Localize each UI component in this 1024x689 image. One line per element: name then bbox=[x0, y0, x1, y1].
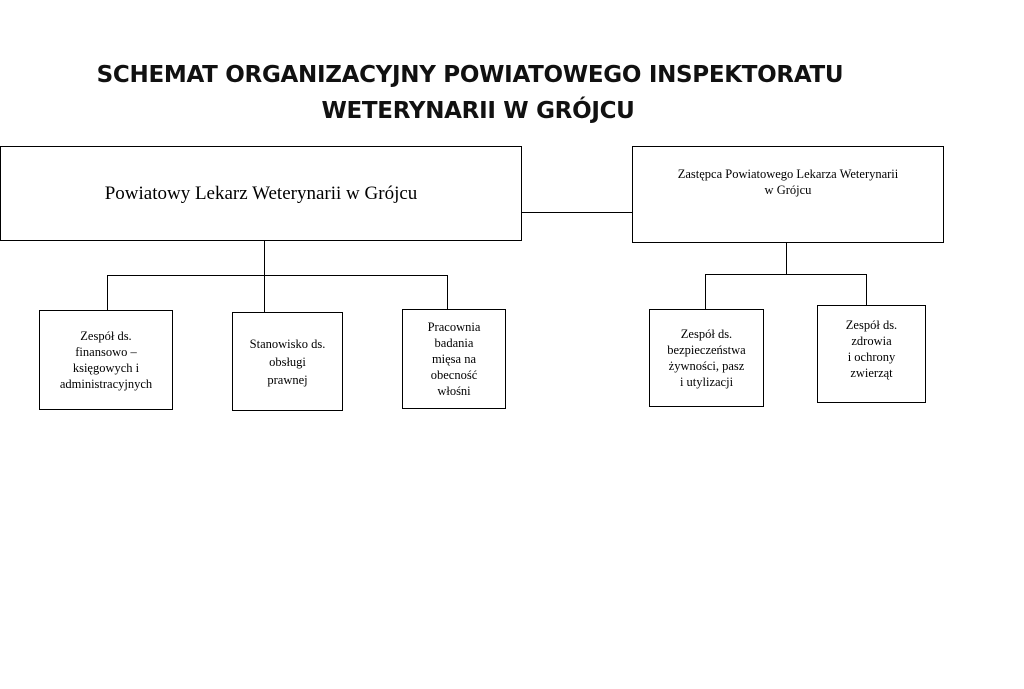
box-finance-team-label: Zespół ds. finansowo – księgowych i admi… bbox=[59, 329, 153, 391]
connector-left-bus bbox=[107, 275, 448, 276]
box-food-safety-team-label: Zespół ds. bezpieczeństwa żywności, pasz… bbox=[667, 327, 746, 389]
connector-to-lab bbox=[447, 275, 448, 309]
connector-deputy-down bbox=[786, 242, 787, 275]
chart-title-line-1: SCHEMAT ORGANIZACYJNY POWIATOWEGO INSPEK… bbox=[96, 62, 844, 88]
box-meat-lab: Pracownia badania mięsa na obecność włoś… bbox=[402, 309, 506, 409]
chart-title-line-2: WETERYNARII W GRÓJCU bbox=[321, 98, 635, 124]
box-deputy-veterinarian: Zastępca Powiatowego Lekarza Weterynarii… bbox=[632, 146, 944, 243]
connector-head-down bbox=[264, 240, 265, 276]
connector-right-bus bbox=[705, 274, 867, 275]
connector-to-legal bbox=[264, 275, 265, 312]
connector-to-animal-health bbox=[866, 274, 867, 305]
box-deputy-veterinarian-label: Zastępca Powiatowego Lekarza Weterynarii… bbox=[677, 166, 899, 197]
box-finance-team: Zespół ds. finansowo – księgowych i admi… bbox=[39, 310, 173, 410]
box-meat-lab-label: Pracownia badania mięsa na obecność włoś… bbox=[427, 320, 481, 398]
box-food-safety-team: Zespół ds. bezpieczeństwa żywności, pasz… bbox=[649, 309, 764, 407]
connector-head-deputy bbox=[521, 212, 633, 213]
box-head-veterinarian: Powiatowy Lekarz Weterynarii w Grójcu bbox=[0, 146, 522, 241]
box-head-veterinarian-label: Powiatowy Lekarz Weterynarii w Grójcu bbox=[104, 182, 418, 204]
connector-to-finance bbox=[107, 275, 108, 310]
connector-to-food-safety bbox=[705, 274, 706, 309]
box-legal-post-label: Stanowisko ds. obsługi prawnej bbox=[249, 336, 326, 387]
box-animal-health-team: Zespół ds. zdrowia i ochrony zwierząt bbox=[817, 305, 926, 403]
box-legal-post: Stanowisko ds. obsługi prawnej bbox=[232, 312, 343, 411]
box-animal-health-team-label: Zespół ds. zdrowia i ochrony zwierząt bbox=[845, 318, 898, 380]
